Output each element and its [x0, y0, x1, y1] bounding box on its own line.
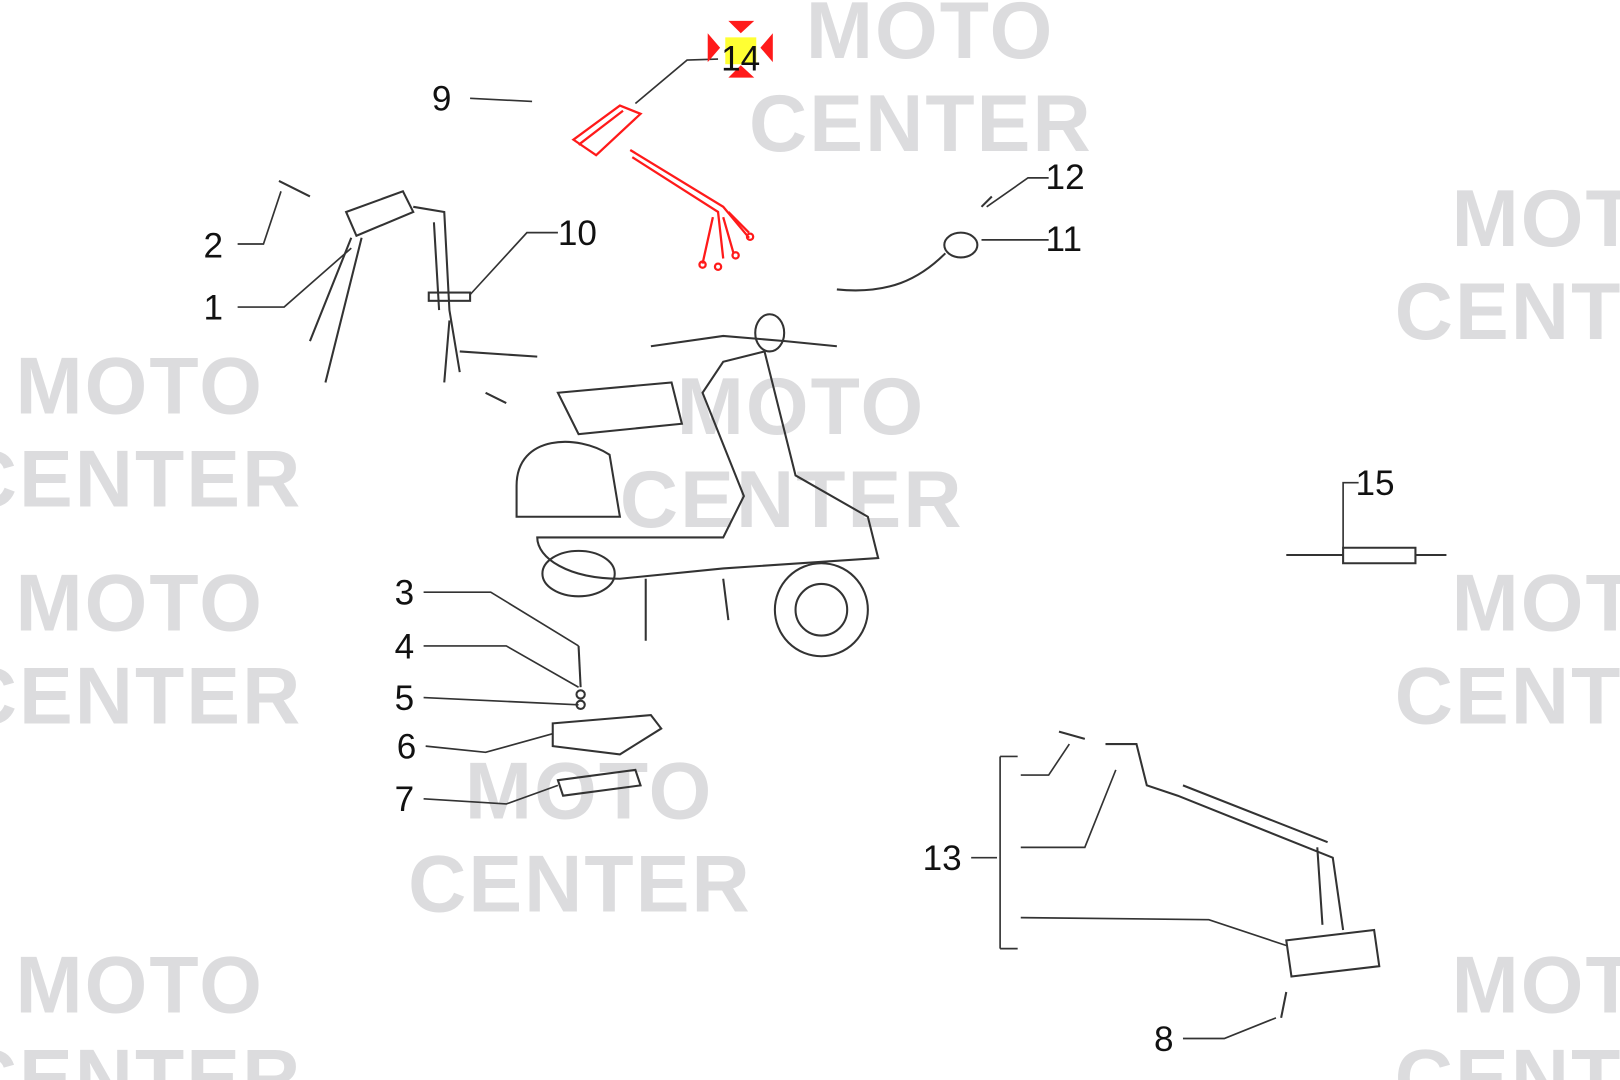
part-label-15[interactable]: 15 — [1356, 464, 1395, 503]
watermark-text: CENTER — [0, 1034, 302, 1080]
watermark-text: CENTER — [0, 434, 302, 524]
part-label-6[interactable]: 6 — [397, 728, 417, 767]
part-label-14[interactable]: 14 — [721, 39, 760, 78]
watermark-text: MOTO — [677, 362, 926, 452]
watermark-text: MOTO — [1452, 174, 1620, 264]
watermark-text: CENTER — [0, 651, 302, 741]
part-label-1[interactable]: 1 — [204, 288, 224, 327]
wiring-harness-drawing — [278, 180, 538, 405]
selection-marker — [707, 20, 773, 78]
part-label-10[interactable]: 10 — [558, 214, 597, 253]
cable-13-drawing — [1058, 730, 1381, 1019]
regulator-drawing — [551, 645, 663, 797]
part-label-13[interactable]: 13 — [923, 839, 962, 878]
watermark-text: CENTER — [1395, 1034, 1620, 1080]
highlighted-part-14[interactable] — [571, 104, 755, 271]
watermark-text: MOTO — [806, 0, 1055, 76]
leader-lines — [237, 58, 1359, 1040]
part-label-12[interactable]: 12 — [1046, 158, 1085, 197]
scooter-illustration — [515, 313, 880, 658]
watermark-text: CENTER — [749, 79, 1093, 169]
part-label-11[interactable]: 11 — [1046, 220, 1082, 259]
part-label-9[interactable]: 9 — [432, 80, 452, 119]
watermark-text: MOTO — [15, 558, 264, 648]
watermark-text: MOTO — [15, 941, 264, 1031]
part-label-2[interactable]: 2 — [204, 226, 224, 265]
part-label-7[interactable]: 7 — [395, 780, 415, 819]
part-label-3[interactable]: 3 — [395, 574, 415, 613]
watermark-text: CENTER — [620, 455, 964, 545]
part-label-5[interactable]: 5 — [395, 679, 415, 718]
watermark-text: CENTER — [1395, 651, 1620, 741]
watermark-text: MOTO — [1452, 558, 1620, 648]
watermark-text: MOTO — [15, 341, 264, 431]
part-label-4[interactable]: 4 — [395, 627, 415, 666]
part-labels: 9 14 2 1 10 12 11 15 3 4 5 6 7 13 8 — [204, 39, 1395, 1058]
watermark-text: CENTER — [1395, 267, 1620, 357]
bulb-15-drawing — [1286, 546, 1447, 565]
part-label-8[interactable]: 8 — [1154, 1020, 1174, 1059]
switch-11-drawing — [836, 195, 993, 292]
watermark-text: CENTER — [408, 839, 752, 929]
watermark-text: MOTO — [1452, 941, 1620, 1031]
